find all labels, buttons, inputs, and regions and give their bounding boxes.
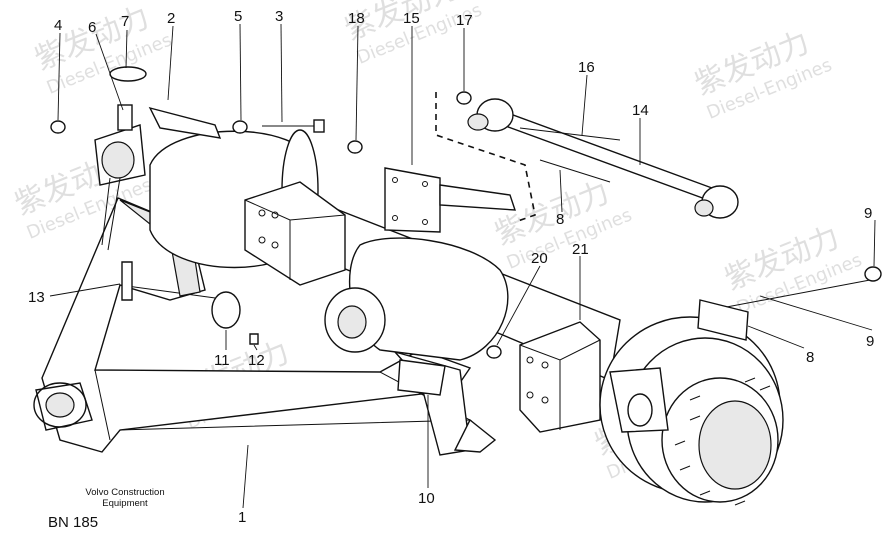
callout-8: 8 [806,349,814,366]
manufacturer-caption: Volvo Construction Equipment [50,487,200,509]
callout-18: 17 [456,12,473,29]
bracket [384,92,536,233]
caption-line-1: Volvo Construction [85,487,165,498]
callout-2: 2 [167,10,175,27]
callout-12: 11 [214,352,230,369]
diagram-code: BN 185 [48,514,99,531]
torsion-rod [94,66,222,251]
axle-housing [149,129,621,433]
callout-9-upper: 8 [556,211,564,228]
callout-13: 12 [248,352,265,369]
callout-17: 16 [578,59,595,76]
a-frame [33,197,497,456]
leader-lines [49,23,876,509]
callout-21: 21 [572,241,589,258]
callout-15: 14 [632,102,649,119]
callout-4: 4 [54,17,62,34]
callout-3: 3 [275,8,283,25]
callout-11: 10 [418,490,435,507]
callout-labels: 4 6 7 2 5 3 18 15 17 16 14 8 9 9 8 21 20… [28,8,874,526]
callout-16: 15 [403,10,420,27]
reaction-rods [467,98,871,341]
callout-20: 20 [531,250,548,267]
wheel-hub [599,316,784,506]
hardware [50,91,882,396]
callout-6: 6 [88,19,96,36]
callout-7: 7 [121,13,129,30]
callout-10: 9 [864,205,872,222]
caption-line-2: Equipment [102,498,148,509]
callout-1: 1 [238,509,246,526]
callout-9-right: 9 [866,333,874,350]
callout-5: 5 [234,8,242,25]
callout-14: 13 [28,289,45,306]
callout-19: 18 [348,10,365,27]
